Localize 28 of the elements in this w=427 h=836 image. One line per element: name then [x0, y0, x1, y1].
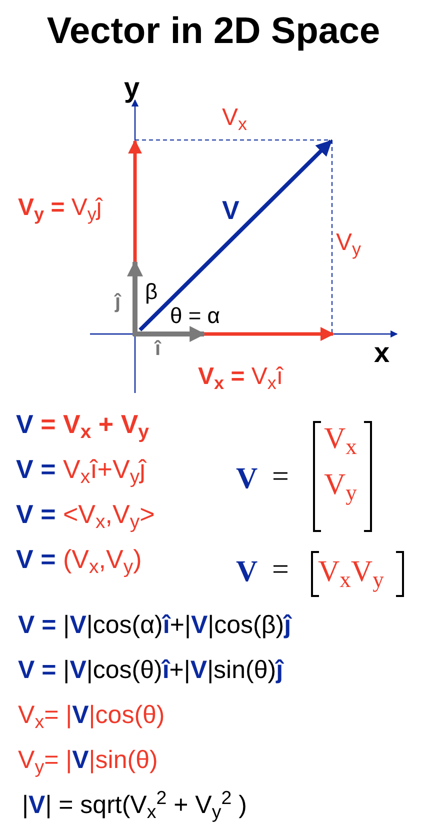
vector-label: V: [222, 194, 240, 226]
matrix-entry: V$_{y}$: [324, 467, 357, 504]
formula: V = |V|cos(α)î+|V|cos(β)ĵ: [18, 610, 292, 641]
axis-label: y: [124, 71, 140, 105]
matrix-formula: V: [236, 461, 258, 497]
formula: V = <V$_{x}$,V$_{y}$>: [16, 498, 155, 530]
matrix-formula: =: [272, 552, 289, 588]
formula: |V| = sqrt(V$_{x}$$^{2}$ + V$_{y}$$^{2}$ ): [22, 790, 247, 822]
unit-vector-label: ĵ: [115, 290, 121, 315]
formula: V = V$_{x}$ + V$_{y}$: [16, 408, 150, 440]
angle-label: β: [145, 278, 158, 306]
matrix-entry: V$_{x}$V$_{y}$: [318, 554, 384, 590]
matrix-formula: =: [272, 459, 289, 495]
formula: V$_{y}$= |V|sin(θ): [18, 745, 158, 776]
matrix-formula: V: [236, 554, 258, 590]
component-label: V$_{y}$ = V$_{y}$ĵ: [18, 193, 102, 223]
component-label: V$_{x}$: [222, 103, 248, 133]
formula: V = V$_{x}$î+V$_{y}$ĵ: [16, 453, 146, 486]
axis-label: x: [374, 336, 390, 370]
formula: V = |V|cos(θ)î+|V|sin(θ)ĵ: [18, 655, 284, 686]
title: Vector in 2D Space: [46, 9, 382, 53]
formula: V$_{x}$= |V|cos(θ): [18, 700, 165, 732]
component-label: V$_{y}$: [336, 228, 362, 258]
unit-vector-label: î: [155, 337, 161, 362]
angle-label: θ = α: [170, 302, 220, 330]
formula: V = (V$_{x}$,V$_{y}$): [16, 543, 142, 576]
matrix-entry: V$_{x}$: [324, 421, 357, 458]
component-label: V$_{x}$ = V$_{x}$î: [198, 362, 284, 392]
